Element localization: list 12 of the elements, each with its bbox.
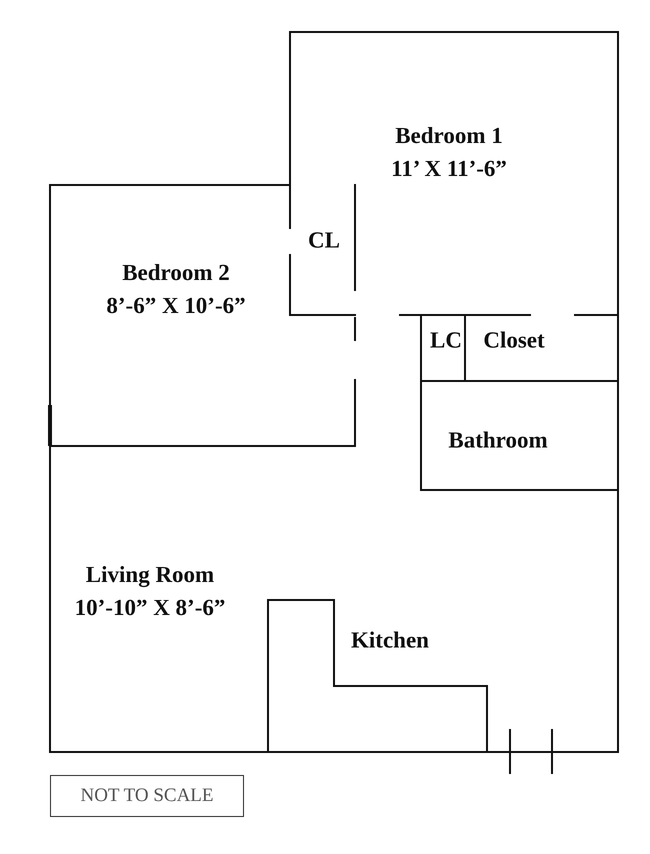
room-label: LC [430,324,462,356]
room-name: Bedroom 1 [394,122,504,150]
room-label: Kitchen [351,624,429,656]
room-label: CL [308,224,340,256]
scale-note: NOT TO SCALE [50,775,244,817]
room-label: Bathroom [448,424,548,456]
room-dimensions: 10’-10” X 8’-6” [74,594,226,622]
room-dimensions: 8’-6” X 10’-6” [106,292,246,320]
room-label: Closet [483,324,545,356]
room-dimensions: 11’ X 11’-6” [391,155,507,183]
room-name: Bedroom 2 [121,259,231,287]
room-name: Living Room [84,561,216,590]
